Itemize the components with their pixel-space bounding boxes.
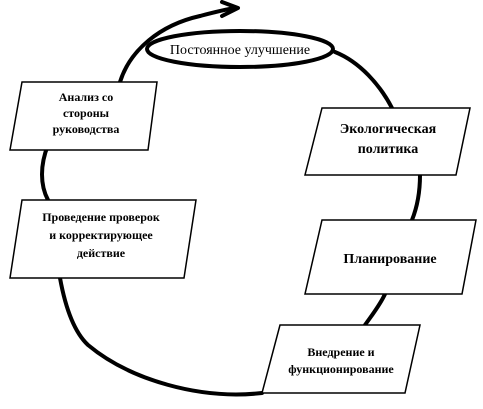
implementation-line2: функционирование bbox=[288, 362, 394, 376]
continuous-improvement-label: Постоянное улучшение bbox=[170, 43, 310, 58]
management-review-line2: стороны bbox=[63, 106, 110, 120]
cycle-arc-right-1 bbox=[410, 173, 422, 222]
checking-line3: действие bbox=[77, 246, 126, 260]
environmental-policy-box bbox=[304, 107, 471, 176]
step-planning: Планирование bbox=[304, 219, 477, 295]
management-review-box bbox=[9, 81, 158, 151]
checking-line2: и корректирующее bbox=[49, 228, 153, 242]
planning-box bbox=[304, 219, 477, 295]
cycle-arc-top-right bbox=[333, 50, 394, 110]
step-implementation: Внедрение и функционирование bbox=[261, 324, 421, 394]
planning-label: Планирование bbox=[343, 252, 436, 267]
cycle-arc-top-left bbox=[118, 14, 202, 84]
cycle-arc-left bbox=[40, 143, 50, 202]
step-management-review: Анализ со стороны руководства bbox=[9, 81, 158, 151]
environmental-policy-line1: Экологическая bbox=[340, 122, 437, 137]
step-environmental-policy: Экологическая политика bbox=[304, 107, 471, 176]
cycle-arc-bottom bbox=[58, 276, 264, 397]
management-review-line1: Анализ со bbox=[59, 90, 113, 104]
management-review-line3: руководства bbox=[53, 122, 120, 136]
checking-box bbox=[9, 199, 197, 279]
implementation-line1: Внедрение и bbox=[307, 345, 374, 359]
cycle-path bbox=[40, 6, 422, 397]
environmental-policy-line2: политика bbox=[358, 142, 419, 157]
step-continuous-improvement: Постоянное улучшение bbox=[145, 29, 335, 69]
checking-line1: Проведение проверок bbox=[42, 210, 160, 224]
arrowhead-icon bbox=[220, 0, 240, 18]
cycle-arc-right-2 bbox=[363, 292, 387, 327]
step-checking: Проведение проверок и корректирующее дей… bbox=[9, 199, 197, 279]
continuous-improvement-ellipse bbox=[145, 29, 335, 69]
implementation-box bbox=[261, 324, 421, 394]
